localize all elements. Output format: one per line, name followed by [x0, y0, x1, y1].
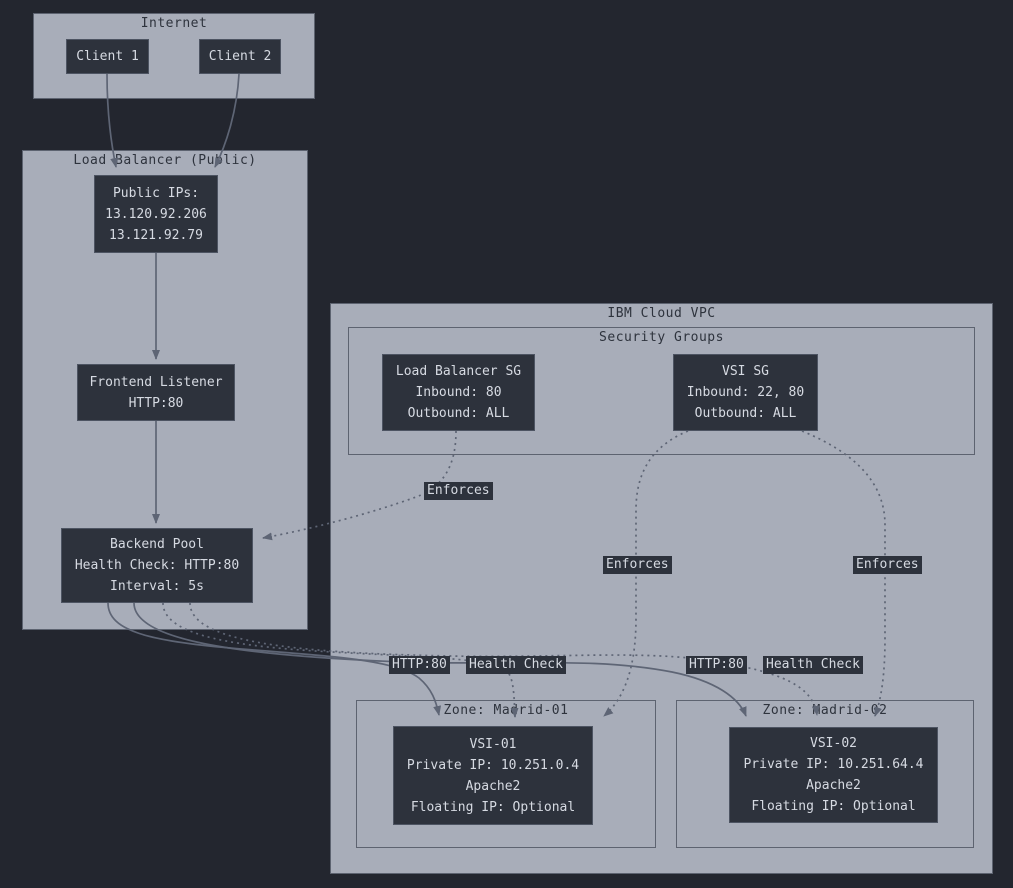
node-backend-pool-line: Interval: 5s — [110, 579, 204, 594]
node-load-balancer-sg-line: Load Balancer SG — [395, 364, 522, 379]
node-vsi-02: VSI-02 Private IP: 10.251.64.4 Apache2 F… — [729, 727, 938, 823]
node-client-2-label: Client 2 — [208, 49, 272, 64]
node-backend-pool-line: Backend Pool — [110, 537, 204, 552]
edge-label-enforces-vsi1: Enforces — [603, 556, 672, 574]
node-vsi-02-line: Private IP: 10.251.64.4 — [743, 757, 924, 772]
node-vsi-01-line: VSI-01 — [469, 736, 517, 752]
edge-label-enforces-lb: Enforces — [424, 482, 493, 500]
node-client-1: Client 1 — [66, 39, 149, 74]
node-public-ips-line: 13.121.92.79 — [109, 227, 203, 243]
cluster-security-groups-title: Security Groups — [599, 330, 724, 345]
node-vsi-sg-line: Outbound: ALL — [694, 406, 797, 421]
edge-label-enforces-vsi2: Enforces — [853, 556, 922, 574]
edge-label-health-check-vsi2: Health Check — [763, 656, 863, 674]
node-client-2: Client 2 — [199, 39, 281, 74]
cluster-ibm-cloud-vpc-title: IBM Cloud VPC — [607, 306, 716, 321]
node-vsi-01-line: Floating IP: Optional — [410, 799, 576, 815]
node-public-ips: Public IPs: 13.120.92.206 13.121.92.79 — [94, 175, 218, 253]
cluster-load-balancer-title: Load Balancer (Public) — [73, 153, 257, 168]
cluster-internet-title: Internet — [140, 16, 208, 31]
node-vsi-02-line: Apache2 — [806, 778, 861, 793]
node-backend-pool-line: Health Check: HTTP:80 — [74, 558, 240, 573]
edge-label-health-check-vsi1: Health Check — [466, 656, 566, 674]
node-vsi-sg-line: VSI SG — [722, 364, 769, 379]
node-load-balancer-sg-line: Outbound: ALL — [407, 406, 510, 421]
node-vsi-01-line: Private IP: 10.251.0.4 — [406, 757, 580, 773]
node-vsi-01-line: Apache2 — [465, 778, 521, 794]
node-public-ips-line: Public IPs: — [112, 185, 200, 201]
node-vsi-sg: VSI SG Inbound: 22, 80 Outbound: ALL — [673, 354, 818, 431]
node-public-ips-line: 13.120.92.206 — [105, 206, 207, 222]
node-client-1-label: Client 1 — [76, 49, 139, 64]
node-vsi-02-line: Floating IP: Optional — [751, 799, 916, 814]
edge-label-http80-vsi2: HTTP:80 — [686, 656, 747, 674]
node-vsi-02-line: VSI-02 — [810, 736, 857, 751]
node-backend-pool: Backend Pool Health Check: HTTP:80 Inter… — [61, 528, 253, 603]
node-vsi-01: VSI-01 Private IP: 10.251.0.4 Apache2 Fl… — [393, 726, 593, 825]
cluster-zone-madrid-02-title: Zone: Madrid-02 — [762, 703, 888, 718]
node-load-balancer-sg: Load Balancer SG Inbound: 80 Outbound: A… — [382, 354, 535, 431]
cluster-zone-madrid-01-title: Zone: Madrid-01 — [443, 703, 569, 718]
node-frontend-listener-line: HTTP:80 — [128, 395, 184, 411]
node-vsi-sg-line: Inbound: 22, 80 — [686, 385, 805, 400]
node-frontend-listener-line: Frontend Listener — [89, 374, 223, 390]
edge-label-http80-vsi1: HTTP:80 — [389, 656, 450, 674]
node-load-balancer-sg-line: Inbound: 80 — [415, 385, 502, 400]
node-frontend-listener: Frontend Listener HTTP:80 — [77, 364, 235, 421]
